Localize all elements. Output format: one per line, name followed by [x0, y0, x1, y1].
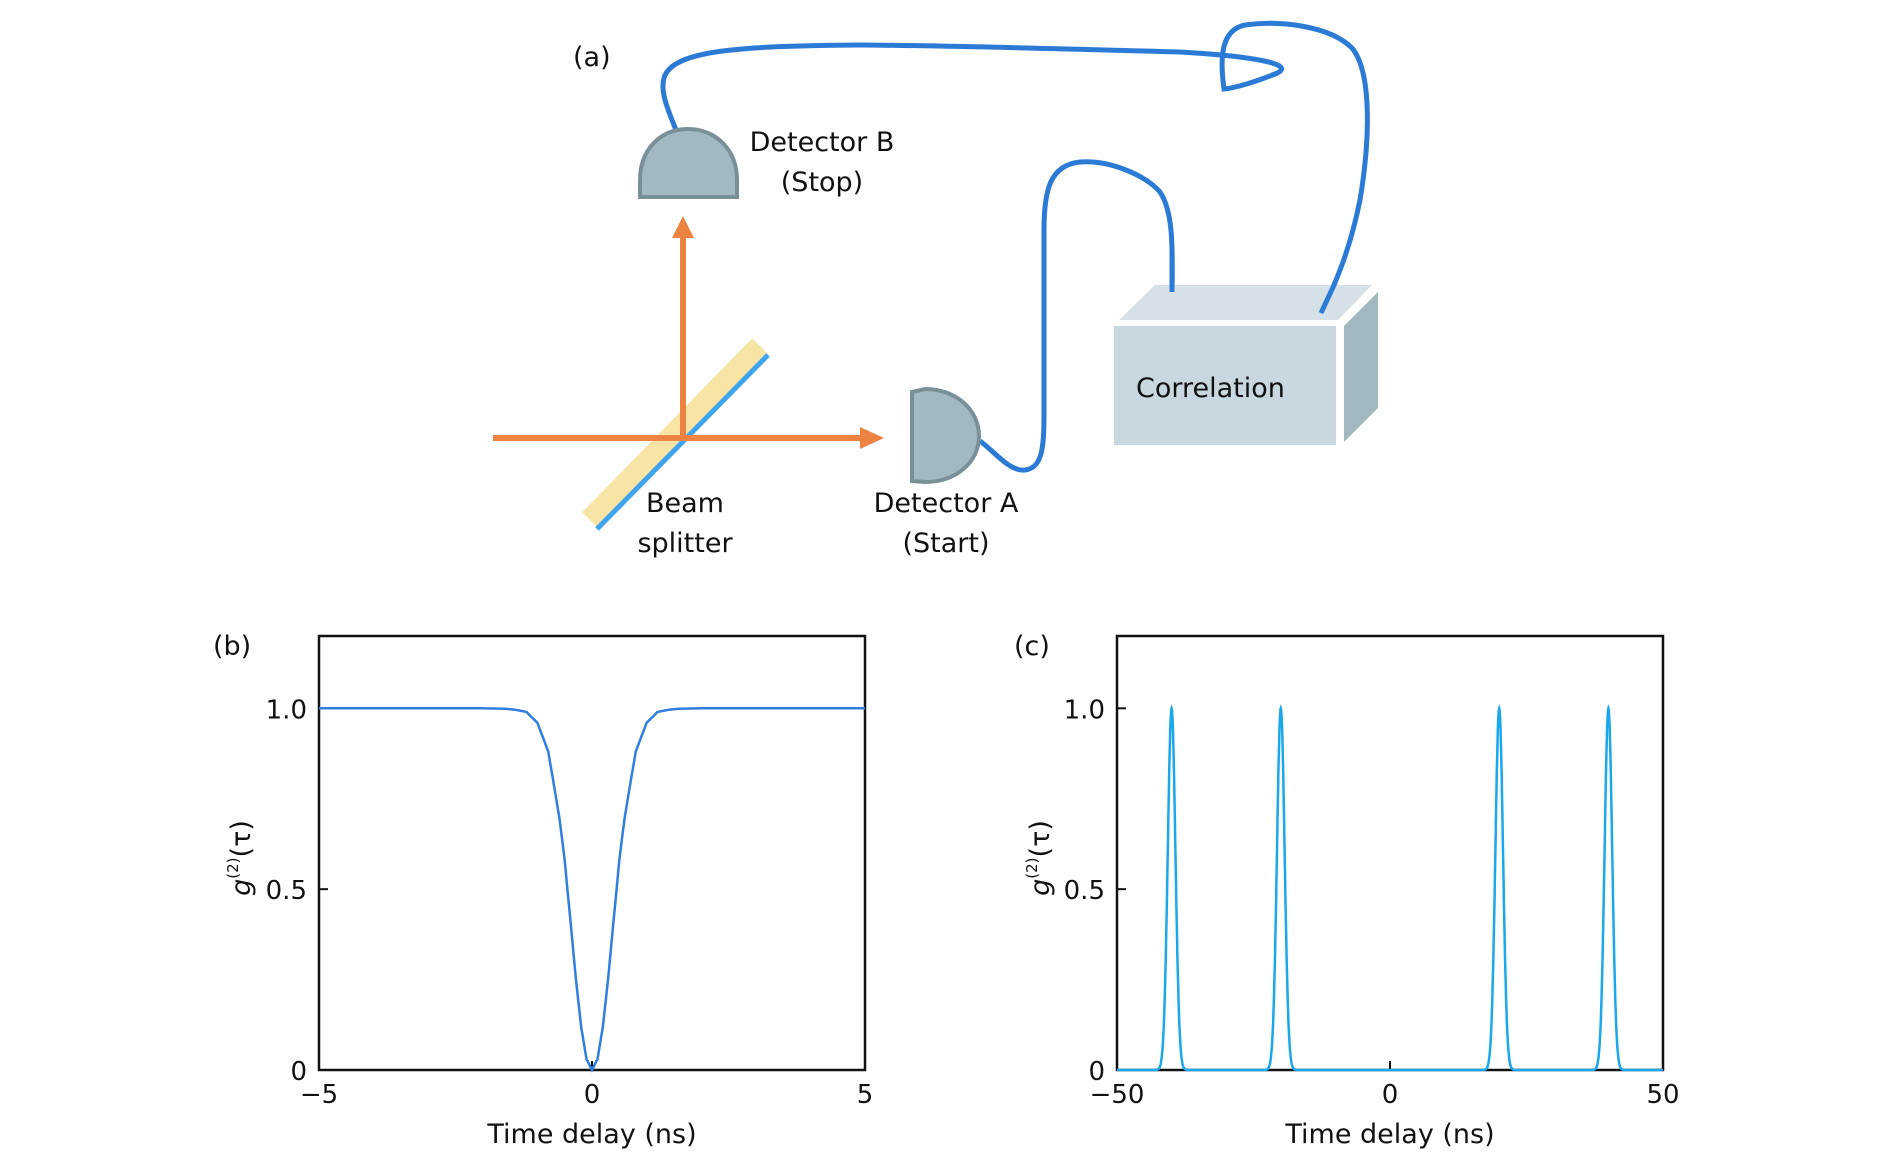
detector-b-icon	[638, 126, 739, 199]
detector-a-sublabel: (Start)	[902, 528, 989, 559]
panel-label-b: (b)	[213, 631, 251, 662]
chart-b-xtick-label: 0	[584, 1080, 601, 1110]
panel-a-diagram: (a) Detector B (Stop) Beam splitter Dete…	[493, 20, 1378, 559]
chart-b-xtick-label: 5	[857, 1080, 874, 1110]
chart-c-ylabel-arg: (τ)	[1025, 820, 1056, 857]
chart-b-frame	[317, 634, 867, 1072]
chart-c-frame	[1115, 634, 1665, 1072]
chart-b-xtick-label: −5	[300, 1080, 338, 1110]
detector-a-label: Detector A	[874, 488, 1019, 519]
detector-b-label: Detector B	[750, 127, 895, 158]
correlator-top-face	[1119, 285, 1372, 320]
chart-c-ylabel-main: g	[1025, 879, 1056, 896]
chart-b-ytick-label: 1.0	[266, 695, 307, 725]
beam-splitter-label: Beam	[646, 488, 724, 519]
chart-b-series-line	[319, 707, 865, 1073]
correlator-label: Correlation	[1136, 373, 1285, 404]
beam-splitter-sublabel: splitter	[637, 528, 733, 559]
chart-c-xtick-label: −50	[1090, 1080, 1145, 1110]
panel-label-a: (a)	[573, 42, 611, 73]
correlator-box: Correlation	[1114, 285, 1378, 445]
correlator-side-face	[1344, 292, 1378, 442]
chart-b-ylabel-arg: (τ)	[226, 820, 257, 857]
chart-c-xtick-label: 50	[1646, 1080, 1679, 1110]
chart-c-ytick-label: 0.5	[1064, 876, 1105, 906]
chart-c-xtick-label: 0	[1382, 1080, 1399, 1110]
chart-c-ylabel: g(2)(τ)	[1023, 820, 1056, 896]
cable-detector-a-to-correlator	[978, 159, 1175, 473]
chart-b-ytick-label: 0.5	[266, 876, 307, 906]
beam-vertical-arrow	[672, 216, 694, 438]
chart-b-ytick-label: 0	[290, 1057, 307, 1087]
beam-splitter-glass	[582, 338, 768, 528]
chart-c-series-line	[1117, 703, 1663, 1072]
chart-c-xlabel: Time delay (ns)	[1284, 1119, 1494, 1150]
chart-c-ylabel-sup: (2)	[1023, 857, 1041, 878]
chart-b-ylabel-main: g	[226, 879, 257, 896]
cable-detector-b-to-correlator	[660, 20, 1370, 315]
chart-b-ylabel: g(2)(τ)	[224, 820, 257, 896]
correlator-front-face	[1114, 326, 1336, 445]
chart-c-ytick-label: 0	[1088, 1057, 1105, 1087]
panel-label-c: (c)	[1014, 631, 1050, 662]
beam-horizontal-arrow	[493, 427, 884, 449]
chart-b-xlabel: Time delay (ns)	[486, 1119, 696, 1150]
beam-splitter-coating	[595, 353, 770, 531]
cable-end-b	[1318, 281, 1338, 315]
chart-c-ytick-label: 1.0	[1064, 695, 1105, 725]
detector-a-icon	[910, 386, 982, 485]
detector-b-sublabel: (Stop)	[781, 167, 863, 198]
chart-b-ylabel-sup: (2)	[224, 857, 242, 878]
